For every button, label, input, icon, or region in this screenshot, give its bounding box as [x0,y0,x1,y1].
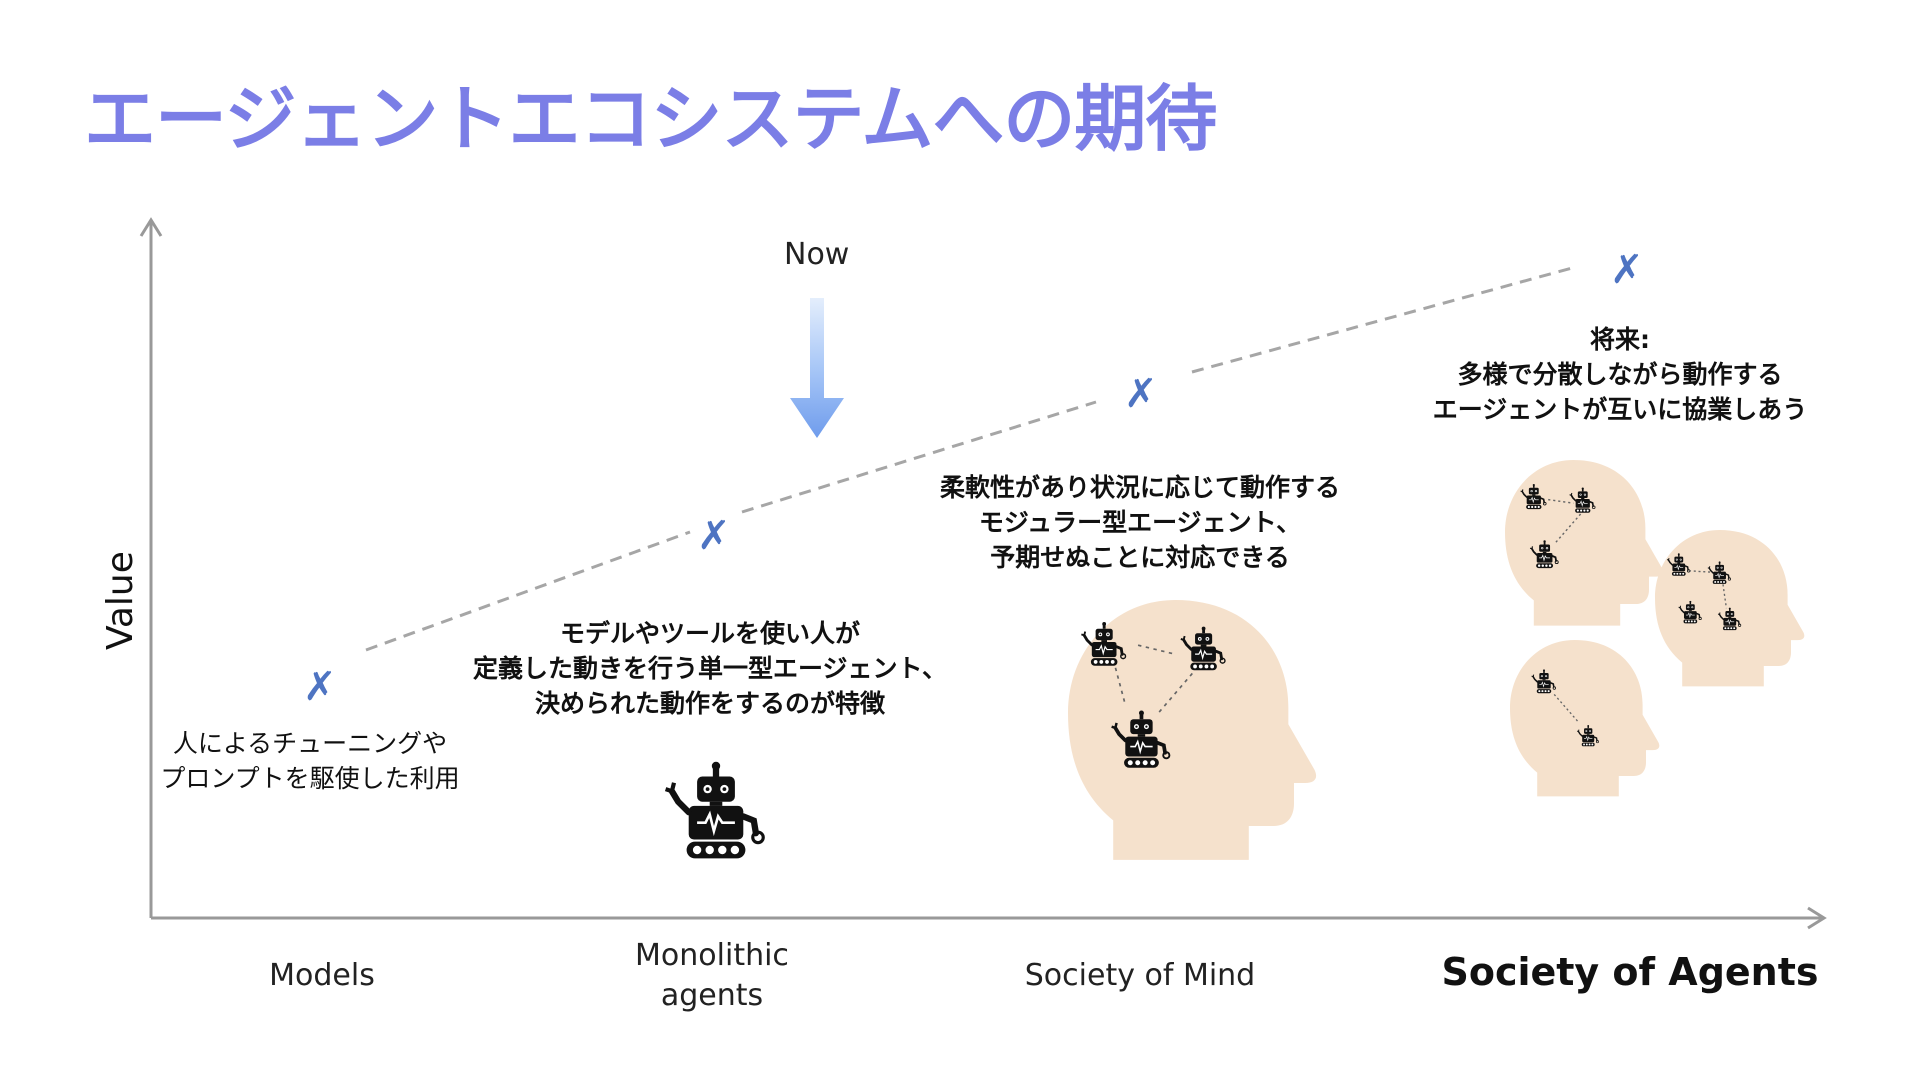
stage-marker: ✗ [697,513,731,559]
x-label-monolithic-agents: Monolithic agents [635,938,789,1013]
stage-marker: ✗ [1610,247,1644,293]
stage-marker: ✗ [303,664,337,710]
x-label-models: Models [269,958,375,993]
head-with-robots-icon [1505,460,1664,626]
axes [139,217,1827,930]
stage-caption-monolithic: モデルやツールを使い人が 定義した動きを行う単一型エージェント、 決められた動作… [472,619,947,718]
head-with-robots-icon [1510,640,1660,797]
now-label: Now [784,237,850,272]
x-label-society-of-agents: Society of Agents [1441,950,1819,994]
x-label-society-of-mind: Society of Mind [1024,958,1256,993]
stage-caption-society-of-agents: 将来: 多様で分散しながら動作する エージェントが互いに協業しあう [1432,325,1808,424]
head-with-robots-icon [1655,530,1805,687]
stage-caption-models: 人によるチューニングや プロンプトを駆使した利用 [160,729,460,793]
stage-caption-society-of-mind: 柔軟性があり状況に応じて動作する モジュラー型エージェント、 予期せぬことに対応… [939,473,1340,572]
head-with-robots-icon [1068,600,1317,860]
robot-icon [666,762,764,859]
y-axis-label: Value [100,551,141,650]
down-arrow-icon [790,298,844,438]
stage-marker: ✗ [1124,371,1158,417]
slide-title: エージェントエコシステムへの期待 [84,77,1217,161]
trend-line [365,266,1573,652]
